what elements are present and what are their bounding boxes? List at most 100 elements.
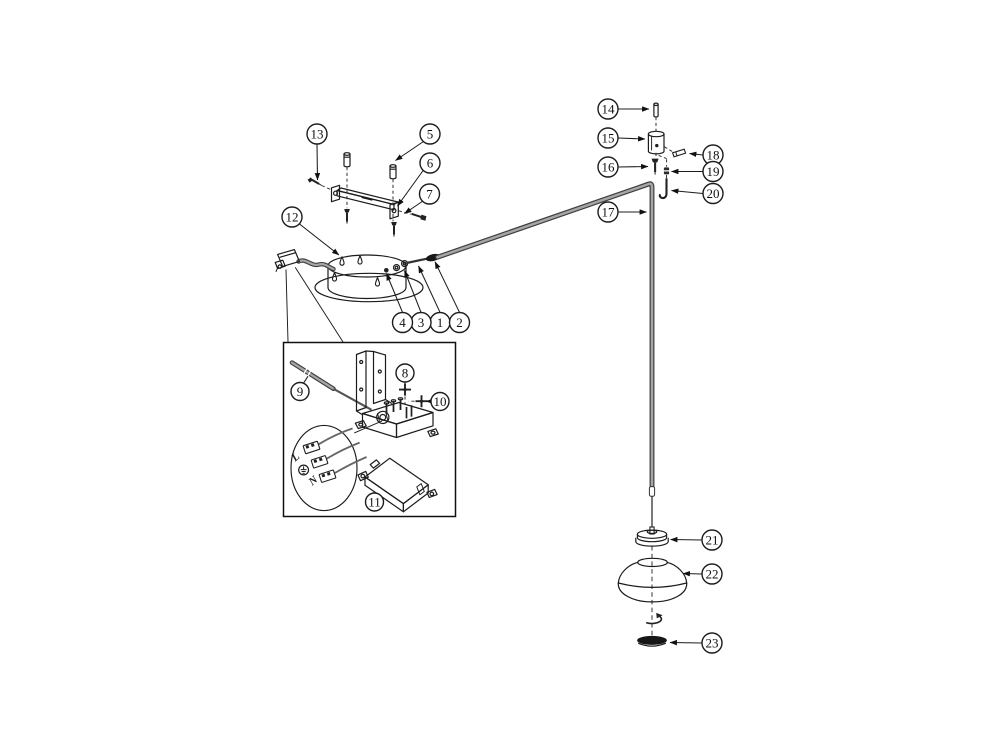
callout-number-10: 10 <box>434 394 447 409</box>
callout-number-23: 23 <box>706 635 719 650</box>
callout-circle-14 <box>597 98 619 120</box>
bracket-left-flange <box>330 184 341 203</box>
ceiling-mounting-bracket <box>307 152 427 237</box>
callout-number-1: 1 <box>437 315 444 330</box>
callout-circle-5 <box>419 123 441 145</box>
diffuser-lens-part-23 <box>637 635 667 647</box>
callout-circle-20 <box>702 182 724 205</box>
callout-leader-23 <box>669 639 702 646</box>
screw-part-16 <box>651 158 659 175</box>
callout-8: 8 <box>395 363 415 386</box>
mounting-screw-right <box>391 222 397 237</box>
callout-circle-17 <box>597 201 619 223</box>
callout-circle-11 <box>364 492 385 512</box>
callout-leader-16 <box>618 163 649 170</box>
mounting-screw-left <box>344 209 350 224</box>
callout-10: 10 <box>425 391 450 412</box>
inset-reference-line <box>294 267 344 343</box>
wiring-magnifier: L N <box>289 420 383 512</box>
callout-leader-15 <box>618 136 646 142</box>
callout-14: 14 <box>597 98 650 120</box>
strain-relief-bracket <box>355 350 393 416</box>
hook-part-20 <box>658 178 668 200</box>
callout-circle-13 <box>306 123 328 145</box>
callout-circle-8 <box>395 363 415 383</box>
callout-number-20: 20 <box>707 186 720 201</box>
suspension-cable <box>435 181 656 528</box>
driver-box-part-11 <box>357 457 438 513</box>
callout-22: 22 <box>682 563 723 585</box>
callout-number-2: 2 <box>456 315 463 330</box>
callout-leader-1 <box>418 265 441 313</box>
callout-number-18: 18 <box>707 147 720 162</box>
terminal-screw-part-10 <box>415 395 428 408</box>
wire-terminal <box>310 455 329 469</box>
inset-reference-line <box>285 269 289 343</box>
terminal-screw-part-8 <box>399 383 411 396</box>
callout-number-12: 12 <box>286 209 299 224</box>
ceiling-cup-part-15 <box>647 130 665 155</box>
supply-cable-part-9 <box>289 360 373 411</box>
shade-holder-part-21 <box>635 526 669 547</box>
callout-leader-3 <box>404 270 422 313</box>
cable-gripper-part-19 <box>663 167 670 175</box>
callout-number-17: 17 <box>602 204 616 219</box>
canopy-screw <box>384 268 389 273</box>
callout-circle-19 <box>702 160 724 183</box>
callout-number-6: 6 <box>427 155 434 170</box>
side-screw-right <box>411 212 427 221</box>
callout-circle-16 <box>597 156 619 178</box>
callout-5: 5 <box>395 123 441 161</box>
callout-number-21: 21 <box>706 532 719 547</box>
callout-number-7: 7 <box>426 186 433 201</box>
terminal-block <box>354 397 439 439</box>
callout-number-4: 4 <box>399 315 406 330</box>
callout-16: 16 <box>597 156 649 178</box>
callout-number-3: 3 <box>418 315 425 330</box>
callout-7: 7 <box>404 183 441 214</box>
callout-circle-6 <box>419 152 441 174</box>
callout-23: 23 <box>669 632 723 654</box>
callout-number-19: 19 <box>707 164 720 179</box>
callout-circle-4 <box>391 311 414 334</box>
callout-leader-12 <box>299 223 340 256</box>
wall-anchor-right <box>389 164 397 180</box>
callout-21: 21 <box>670 529 723 551</box>
wire-terminal <box>318 469 337 483</box>
callout-12: 12 <box>281 206 340 256</box>
callout-leader-2 <box>434 261 460 313</box>
callout-11: 11 <box>364 492 385 512</box>
callout-circle-9 <box>290 381 310 402</box>
callout-leader-21 <box>670 536 702 543</box>
pin-part-14 <box>653 102 659 118</box>
callout-number-11: 11 <box>368 494 381 509</box>
ceiling-canopy <box>274 249 441 343</box>
wall-anchor-left <box>343 152 351 168</box>
callout-17: 17 <box>597 201 647 223</box>
callout-leader-22 <box>682 570 702 577</box>
callout-6: 6 <box>397 152 441 207</box>
ceiling-hook-assembly <box>647 102 687 200</box>
callout-circle-10 <box>430 391 450 412</box>
set-screw-part-18 <box>671 148 687 158</box>
callout-circle-15 <box>597 127 619 149</box>
callout-4: 4 <box>386 273 414 334</box>
callout-number-14: 14 <box>602 101 616 116</box>
callout-circle-2 <box>448 311 471 334</box>
callout-leader-4 <box>386 273 403 313</box>
ground-icon <box>298 464 310 476</box>
glass-shade-part-22 <box>617 557 688 603</box>
cable-gland <box>376 410 390 425</box>
bracket-right-flange <box>389 201 399 220</box>
callout-number-5: 5 <box>427 126 434 141</box>
callout-circle-12 <box>281 206 303 228</box>
callout-leader-6 <box>397 169 424 207</box>
callout-leader-9 <box>303 375 309 384</box>
canopy-grommet <box>392 264 401 272</box>
callout-number-16: 16 <box>602 159 616 174</box>
wiring-detail-inset: L N <box>282 341 457 518</box>
callout-9: 9 <box>290 375 310 402</box>
callout-circle-21 <box>701 529 723 551</box>
